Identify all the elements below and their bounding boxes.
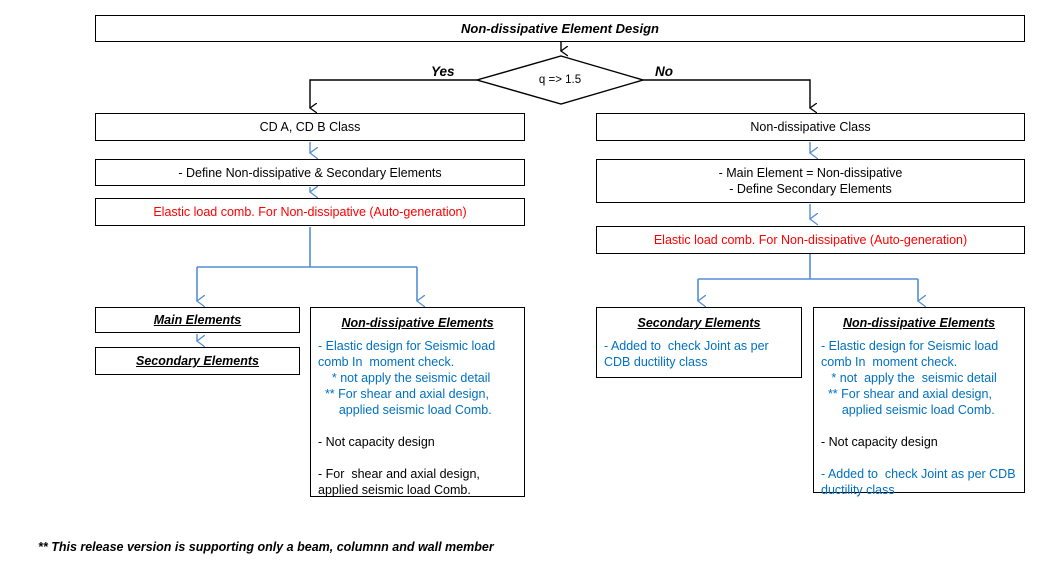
nd-right-line: - Not capacity design xyxy=(821,435,938,449)
secondary-elements-left-text: Secondary Elements xyxy=(136,354,259,368)
nd-left-line: - Elastic design for Seismic load xyxy=(318,339,496,353)
decision-label: q => 1.5 xyxy=(538,74,582,86)
secondary-elements-left-box: Secondary Elements xyxy=(95,347,300,375)
nd-left-line: ** For shear and axial design, xyxy=(318,387,489,401)
nd-left-line: * not apply the seismic detail xyxy=(318,371,491,385)
main-elements-text: Main Elements xyxy=(153,313,242,327)
no-label: No xyxy=(655,64,673,79)
connector-no-branch xyxy=(643,79,810,108)
nd-left-line: applied seismic load Comb. xyxy=(318,403,492,417)
nd-left-line: - Not capacity design xyxy=(318,435,435,449)
release-footnote: ** This release version is supporting on… xyxy=(38,540,494,554)
nd-left-header: Non-dissipative Elements xyxy=(341,316,494,330)
non-dissipative-class-text: Non-dissipative Class xyxy=(750,120,871,134)
nd-right-line: ** For shear and axial design, xyxy=(821,387,992,401)
nd-right-line: ductility class xyxy=(821,483,895,497)
nd-left-line: applied seismic load Comb. xyxy=(318,483,471,497)
yes-label: Yes xyxy=(431,64,455,79)
cda-class-text: CD A, CD B Class xyxy=(259,120,361,134)
title-box: Non-dissipative Element Design xyxy=(95,15,1025,42)
connector-right-split xyxy=(698,254,918,280)
nd-right-line: - Elastic design for Seismic load xyxy=(821,339,999,353)
elastic-comb-left-box: Elastic load comb. For Non-dissipative (… xyxy=(95,198,525,226)
nd-left-line: comb In moment check. xyxy=(318,355,455,369)
non-dissipative-elements-left-box: Non-dissipative Elements - Elastic desig… xyxy=(310,307,525,497)
elastic-comb-right-text: Elastic load comb. For Non-dissipative (… xyxy=(653,233,968,247)
define-elements-left-box: - Define Non-dissipative & Secondary Ele… xyxy=(95,159,525,186)
non-dissipative-elements-right-box: Non-dissipative Elements - Elastic desig… xyxy=(813,307,1025,497)
elastic-comb-left-text: Elastic load comb. For Non-dissipative (… xyxy=(153,205,467,219)
nd-right-line: applied seismic load Comb. xyxy=(821,403,995,417)
define-elements-left-text: - Define Non-dissipative & Secondary Ele… xyxy=(178,165,442,180)
nd-right-line xyxy=(821,450,1017,466)
connector-left-split xyxy=(197,227,417,268)
secondary-elements-right-box: Secondary Elements - Added to check Join… xyxy=(596,307,802,378)
secondary-right-line: - Added to check Joint as per xyxy=(604,339,769,353)
define-right-line2: - Define Secondary Elements xyxy=(729,182,892,196)
title-text: Non-dissipative Element Design xyxy=(461,21,659,36)
nd-right-line: comb In moment check. xyxy=(821,355,958,369)
main-elements-box: Main Elements xyxy=(95,307,300,333)
nd-left-line xyxy=(318,450,517,466)
nd-left-line: - For shear and axial design, xyxy=(318,467,480,481)
non-dissipative-class-box: Non-dissipative Class xyxy=(596,113,1025,141)
nd-right-header: Non-dissipative Elements xyxy=(842,316,996,330)
nd-right-line: - Added to check Joint as per CDB xyxy=(821,467,1016,481)
cda-class-box: CD A, CD B Class xyxy=(95,113,525,141)
define-elements-right-box: - Main Element = Non-dissipative - Defin… xyxy=(596,159,1025,203)
secondary-right-header: Secondary Elements xyxy=(637,316,761,330)
nd-right-line xyxy=(821,418,1017,434)
nd-left-line xyxy=(318,418,517,434)
nd-right-line: * not apply the seismic detail xyxy=(821,371,997,385)
connector-yes-branch xyxy=(310,79,477,108)
elastic-comb-right-box: Elastic load comb. For Non-dissipative (… xyxy=(596,226,1025,254)
define-right-line1: - Main Element = Non-dissipative xyxy=(718,166,903,180)
secondary-right-line: CDB ductility class xyxy=(604,355,708,369)
